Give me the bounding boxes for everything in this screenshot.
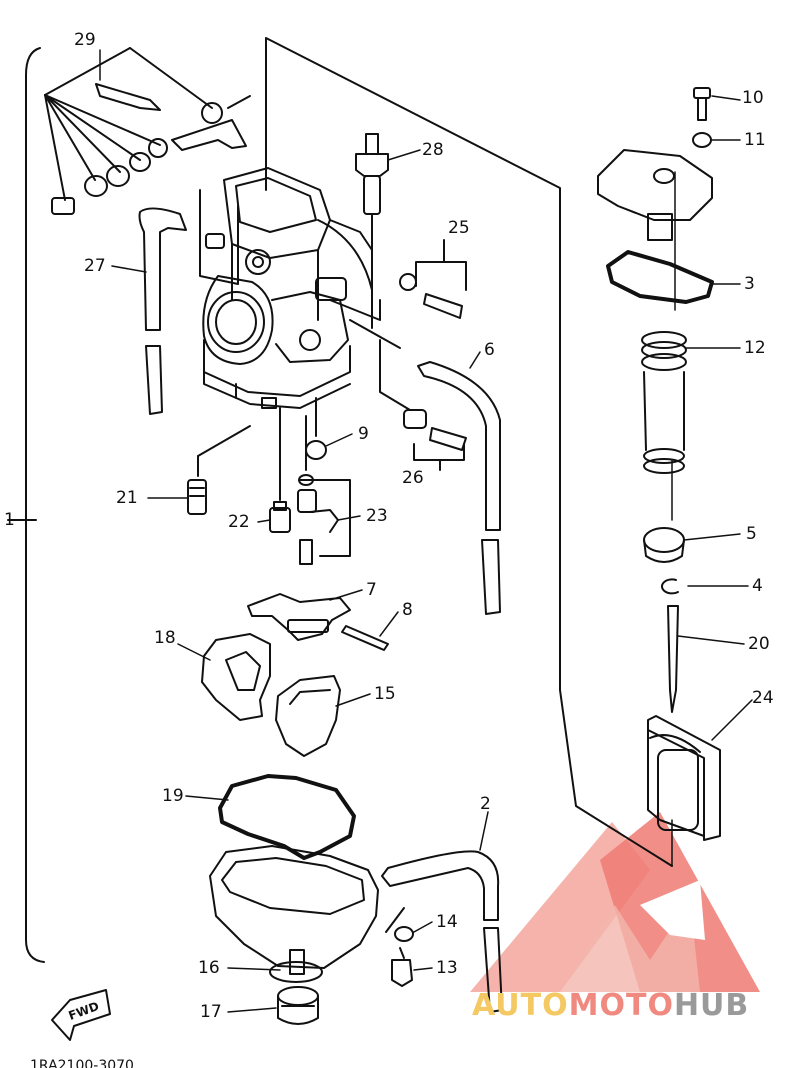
callout-5: 5	[746, 524, 757, 544]
callout-17: 17	[200, 1002, 222, 1022]
vent-hose-27	[138, 207, 187, 415]
assembly-guide-line	[265, 37, 673, 867]
main-jet-22	[269, 407, 291, 533]
throttle-stop-28	[355, 133, 389, 301]
screw-25	[399, 239, 467, 319]
callout-28: 28	[422, 140, 444, 160]
float-15	[275, 675, 341, 757]
gasket-3	[606, 250, 714, 304]
callout-12: 12	[744, 338, 766, 358]
callout-24: 24	[752, 688, 774, 708]
callout-16: 16	[198, 958, 220, 978]
callout-3: 3	[744, 274, 755, 294]
needle-clip-holder-5	[643, 527, 685, 563]
hose-6	[417, 361, 501, 615]
watermark-text: AUTOMOTOHUB	[472, 988, 749, 1023]
watermark-auto: AUTO	[472, 988, 569, 1023]
diagram-code: 1RA2100-3070	[30, 1058, 134, 1068]
overflow-hose-2	[381, 850, 503, 1013]
callout-19: 19	[162, 786, 184, 806]
callout-1: 1	[4, 510, 15, 530]
washer-11	[692, 132, 712, 148]
fwd-arrow-icon	[51, 989, 111, 1041]
callout-21: 21	[116, 488, 138, 508]
callout-20: 20	[748, 634, 770, 654]
callout-23: 23	[366, 506, 388, 526]
washer-set-29	[44, 47, 251, 215]
callout-11: 11	[744, 130, 766, 150]
callout-22: 22	[228, 512, 250, 532]
callout-15: 15	[374, 684, 396, 704]
callout-8: 8	[402, 600, 413, 620]
o-ring-9	[305, 419, 327, 460]
callout-29: 29	[74, 30, 96, 50]
jet-needle-20	[667, 605, 679, 713]
callout-13: 13	[436, 958, 458, 978]
clip-4	[661, 578, 679, 595]
jet-21	[187, 425, 251, 515]
callout-25: 25	[448, 218, 470, 238]
float-bowl-16	[209, 845, 379, 983]
watermark-logo	[470, 812, 760, 992]
screw-10	[693, 87, 711, 121]
carburetor-body	[199, 167, 411, 421]
watermark-moto: MOTO	[568, 988, 674, 1023]
float-18	[201, 633, 271, 721]
callout-4: 4	[752, 576, 763, 596]
pin-8	[341, 625, 389, 651]
callout-9: 9	[358, 424, 369, 444]
callout-18: 18	[154, 628, 176, 648]
float-pin-7	[247, 593, 351, 641]
pilot-air-screw-26	[403, 409, 467, 471]
callout-14: 14	[436, 912, 458, 932]
drain-plug-17	[277, 986, 319, 1025]
callout-6: 6	[484, 340, 495, 360]
callout-10: 10	[742, 88, 764, 108]
assembly-bracket	[25, 47, 45, 963]
throttle-valve-24	[647, 715, 721, 841]
callout-27: 27	[84, 256, 106, 276]
callout-26: 26	[402, 468, 424, 488]
spring-12	[641, 331, 687, 474]
top-cover	[597, 149, 713, 241]
washer-14-screw-13	[385, 907, 414, 987]
callout-7: 7	[366, 580, 377, 600]
gasket-19	[218, 774, 356, 860]
leader-lines	[99, 49, 753, 1013]
watermark-hub: HUB	[673, 988, 750, 1023]
callout-2: 2	[480, 794, 491, 814]
